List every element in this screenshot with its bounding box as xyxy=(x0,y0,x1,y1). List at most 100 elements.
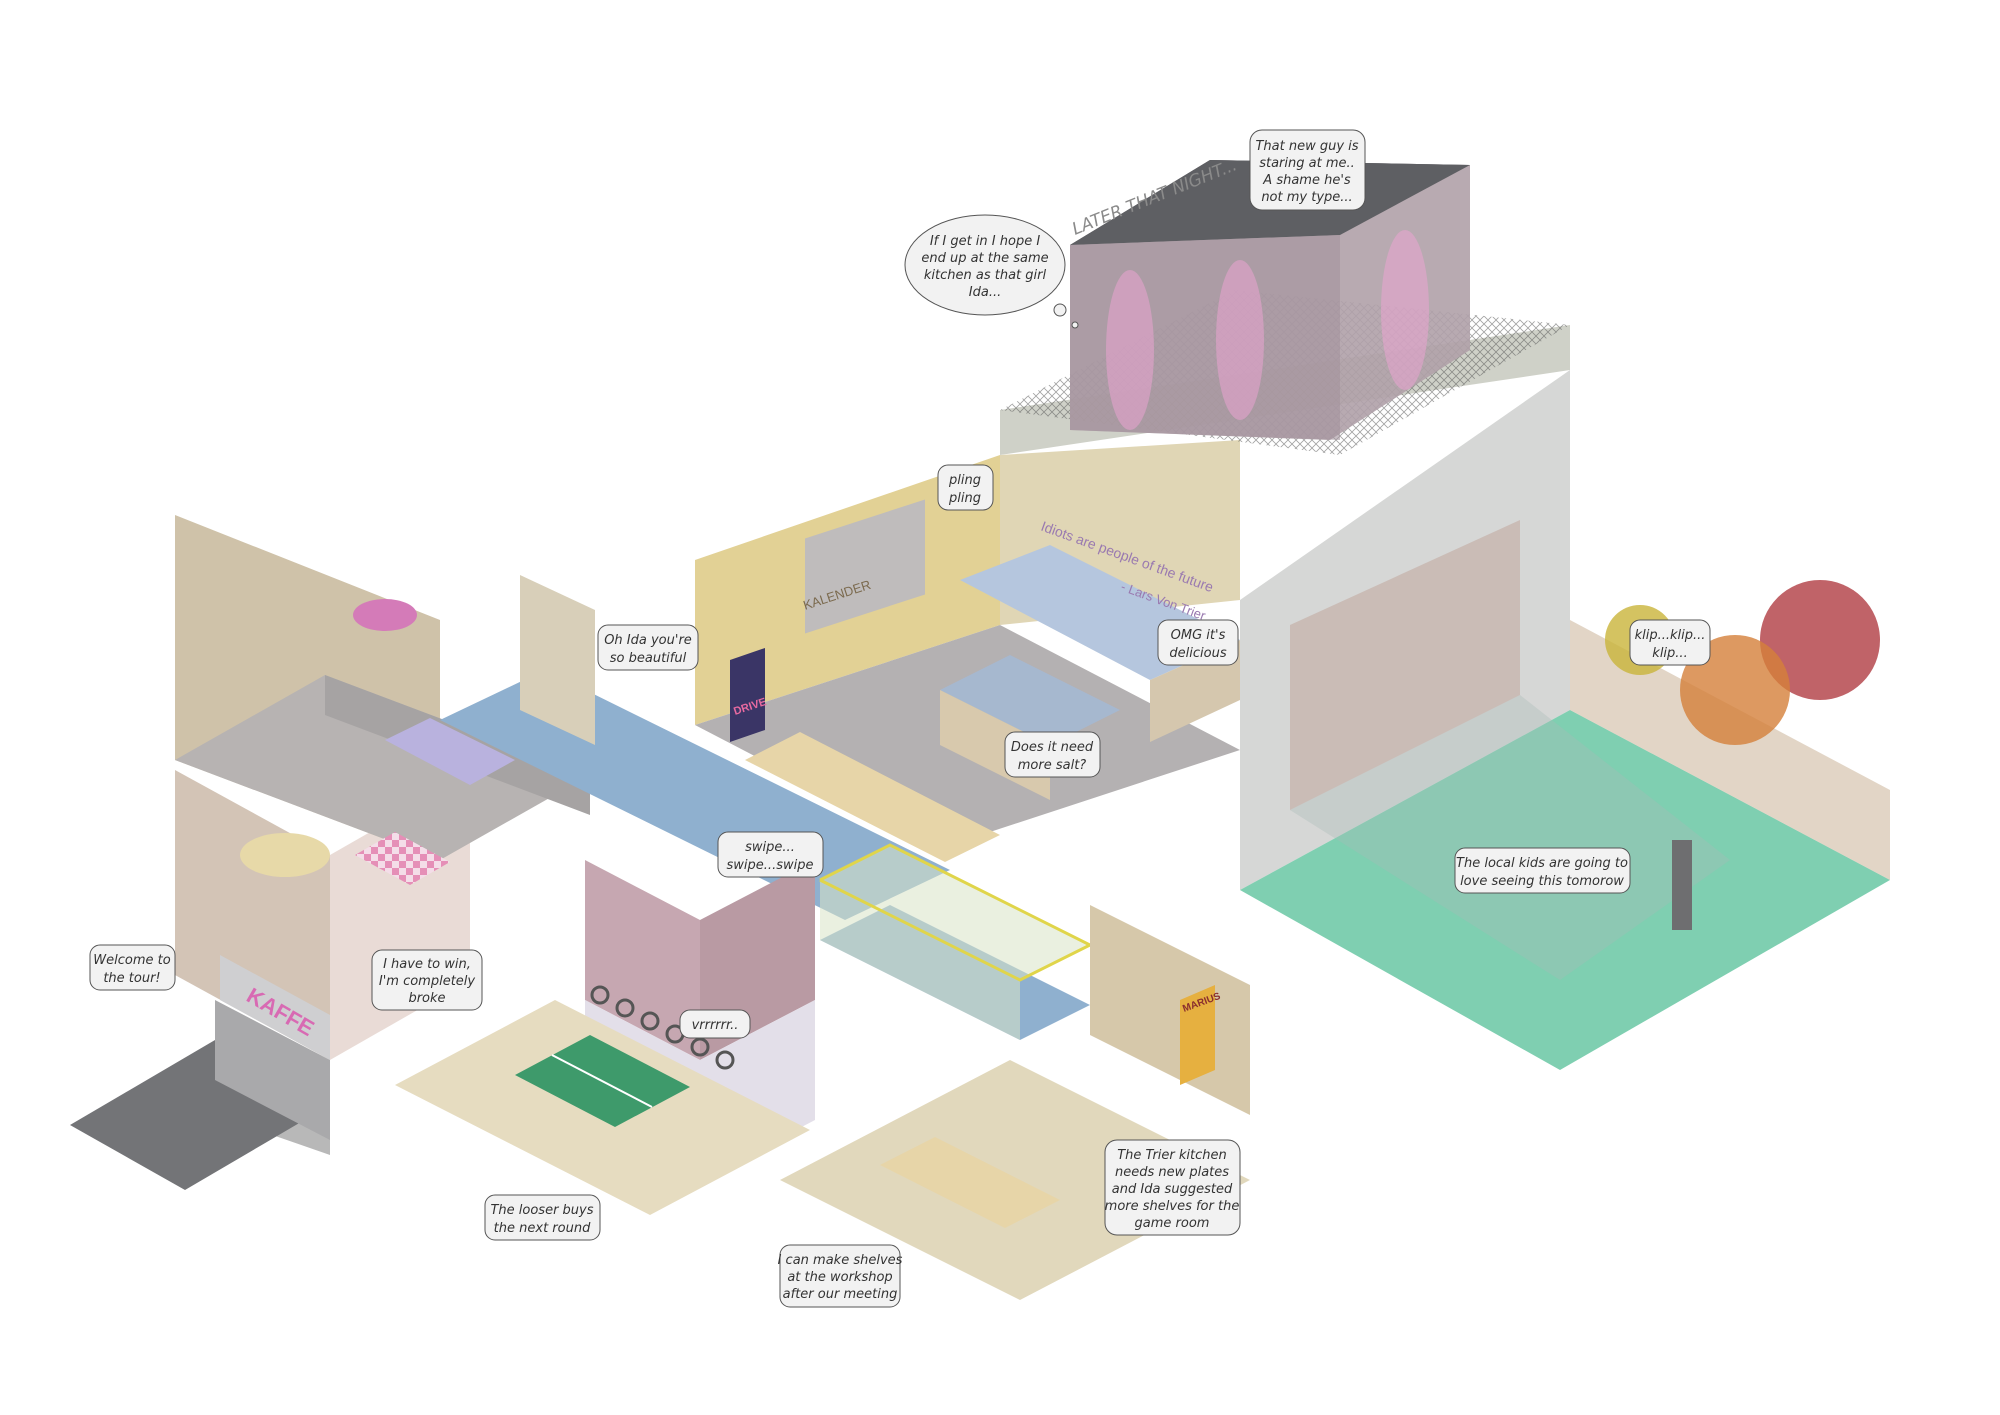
bubble-line: Oh Ida you're xyxy=(604,633,692,648)
game-room-left-wall xyxy=(585,860,700,1060)
bubble-newguy: That new guy is staring at me.. A shame he… xyxy=(1249,129,1366,211)
bubble-line: pling xyxy=(948,473,981,488)
bubble-line: The looser buys xyxy=(490,1203,593,1218)
wall-circle xyxy=(353,599,417,631)
bedroom-floor xyxy=(175,675,590,860)
bubble-line: more shelves for the xyxy=(1105,1199,1240,1214)
bubble-line: the tour! xyxy=(103,971,160,986)
bubble-pling: pling pling xyxy=(937,464,994,511)
bubble-line: delicious xyxy=(1169,646,1226,661)
bubble-ida: Oh Ida you're so beautiful xyxy=(597,624,699,671)
bubble-vrrr: vrrrrrr.. xyxy=(679,1009,751,1039)
bubble-line: love seeing this tomorow xyxy=(1460,874,1624,889)
bubble-line: swipe... xyxy=(745,840,795,855)
kitchen-end-wall xyxy=(520,575,595,745)
meeting-room-wall xyxy=(1090,905,1250,1115)
bubble-line: broke xyxy=(408,991,445,1006)
bubble-line: The Trier kitchen xyxy=(1117,1148,1227,1163)
bubble-line: Ida... xyxy=(969,285,1001,300)
tree-orange xyxy=(1680,635,1790,745)
walkway-block xyxy=(819,843,1094,1040)
bubble-line: If I get in I hope I xyxy=(930,234,1041,249)
bubble-kids: The local kids are going to love seeing t… xyxy=(1454,847,1631,894)
bubble-line: staring at me.. xyxy=(1259,156,1355,171)
bubble-line: klip... xyxy=(1652,646,1687,661)
bubble-line: Welcome to xyxy=(93,953,170,968)
projector-post xyxy=(1672,840,1692,930)
bubble-line: more salt? xyxy=(1018,758,1087,773)
meeting-table xyxy=(880,1137,1060,1228)
bubble-swipe: swipe... swipe...swipe xyxy=(717,831,824,878)
stairs-step xyxy=(215,1000,330,1140)
speech-bubbles: Welcome to the tour! I have to win, I'm co… xyxy=(89,129,1711,1308)
bubble-line: The local kids are going to xyxy=(1456,856,1628,871)
dining-table xyxy=(745,732,1000,862)
game-room-block xyxy=(395,860,815,1215)
marius-poster xyxy=(1180,985,1215,1085)
meeting-room-block: MARIUS xyxy=(780,905,1250,1300)
bubble-line: end up at the same xyxy=(921,251,1048,266)
svg-text:swipe...swipe...swipe: swipe... swipe...swipe xyxy=(727,840,814,873)
drive-poster xyxy=(730,648,765,742)
bubble-line: at the workshop xyxy=(787,1270,892,1285)
bubble-line: pling xyxy=(948,491,981,506)
bubble-line: That new guy is xyxy=(1255,139,1358,154)
rug xyxy=(355,832,450,885)
round-table xyxy=(240,833,330,877)
bubble-omg: OMG it's delicious xyxy=(1157,619,1239,666)
bubble-welcome: Welcome to the tour! xyxy=(89,944,176,991)
bubble-win: I have to win, I'm completely broke xyxy=(371,949,483,1011)
kitchen-island-top xyxy=(940,655,1120,745)
bubble-line: after our meeting xyxy=(783,1287,898,1302)
bubble-line: game room xyxy=(1135,1216,1210,1231)
bubble-hope: If I get in I hope I end up at the same ki… xyxy=(904,214,1079,329)
kitchen-block: KALENDER Idiots are people of the future… xyxy=(520,440,1240,862)
bubble-line: kitchen as that girl xyxy=(924,268,1047,283)
bubble-looser: The looser buys the next round xyxy=(484,1194,601,1241)
projector-beam xyxy=(1290,695,1730,980)
pink-light-2 xyxy=(1216,260,1264,420)
bubble-klip: klip...klip...klip... xyxy=(1629,619,1711,666)
pink-light-3 xyxy=(1381,230,1429,390)
bubble-line: OMG it's xyxy=(1171,628,1226,643)
calendar-board xyxy=(805,499,925,634)
garden-block xyxy=(1240,370,1890,1070)
bubble-shelves: I can make shelves at the workshop after o… xyxy=(778,1244,903,1308)
bubble-line: vrrrrrr.. xyxy=(692,1018,739,1033)
tree-red xyxy=(1760,580,1880,700)
bubble-line: needs new plates xyxy=(1115,1165,1229,1180)
bubble-line: A shame he's xyxy=(1262,173,1351,188)
projection-screen xyxy=(1290,520,1520,810)
bubble-line: so beautiful xyxy=(610,651,687,666)
garden-fence xyxy=(1570,620,1890,880)
pink-light-1 xyxy=(1106,270,1154,430)
bubble-line: the next round xyxy=(494,1221,591,1236)
bubble-trier: The Trier kitchen needs new plates and Ida… xyxy=(1104,1139,1241,1236)
bedroom-block xyxy=(175,515,590,885)
bubble-line: I can make shelves xyxy=(778,1253,903,1268)
green-fence xyxy=(820,845,1090,1040)
bubble-line: and Ida suggested xyxy=(1112,1182,1233,1197)
tire-row xyxy=(590,985,735,1070)
bubble-line: swipe...swipe xyxy=(727,858,814,873)
bed xyxy=(385,718,515,785)
bubble-line: klip...klip... xyxy=(1635,628,1706,643)
cafe-window xyxy=(220,955,330,1060)
bubble-line: I'm completely xyxy=(379,974,476,989)
svg-text:klip...klip...klip...: klip...klip...klip... xyxy=(1635,628,1706,661)
bubble-line: I have to win, xyxy=(383,957,471,972)
